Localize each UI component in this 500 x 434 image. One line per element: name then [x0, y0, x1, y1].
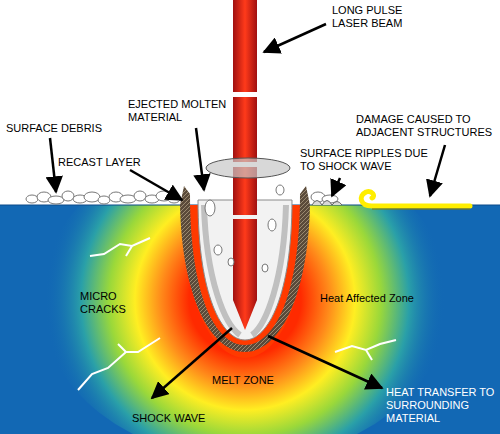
- part-label: LONG PULSE LASER BEAM: [332, 4, 432, 30]
- part-label: Heat Affected Zone: [320, 292, 414, 305]
- part-label: HEAT TRANSFER TO SURROUNDING MATERIAL: [386, 386, 496, 425]
- debris-particle: [26, 195, 38, 203]
- part-label: EJECTED MOLTEN MATERIAL: [128, 98, 238, 124]
- leader-arrows: [50, 24, 445, 398]
- debris-particle: [48, 196, 64, 204]
- debris-particle: [62, 191, 74, 201]
- part-label: SHOCK WAVE: [132, 412, 205, 425]
- debris-particle: [134, 191, 146, 201]
- part-label: RECAST LAYER: [58, 156, 141, 169]
- part-label: SURFACE DEBRIS: [6, 122, 102, 135]
- laser-beam: [206, 0, 290, 330]
- surface-debris: [26, 191, 338, 204]
- part-label: MICRO CRACKS: [80, 290, 156, 316]
- debris-particle: [98, 196, 110, 204]
- part-label: SURFACE RIPPLES DUE TO SHOCK WAVE: [300, 147, 440, 173]
- surface-ripples: [312, 201, 342, 206]
- part-label: MELT ZONE: [212, 374, 274, 387]
- molten-droplets: [205, 185, 284, 272]
- part-label: DAMAGE CAUSED TO ADJACENT STRUCTURES: [356, 113, 496, 139]
- adjacent-structure: [361, 192, 470, 206]
